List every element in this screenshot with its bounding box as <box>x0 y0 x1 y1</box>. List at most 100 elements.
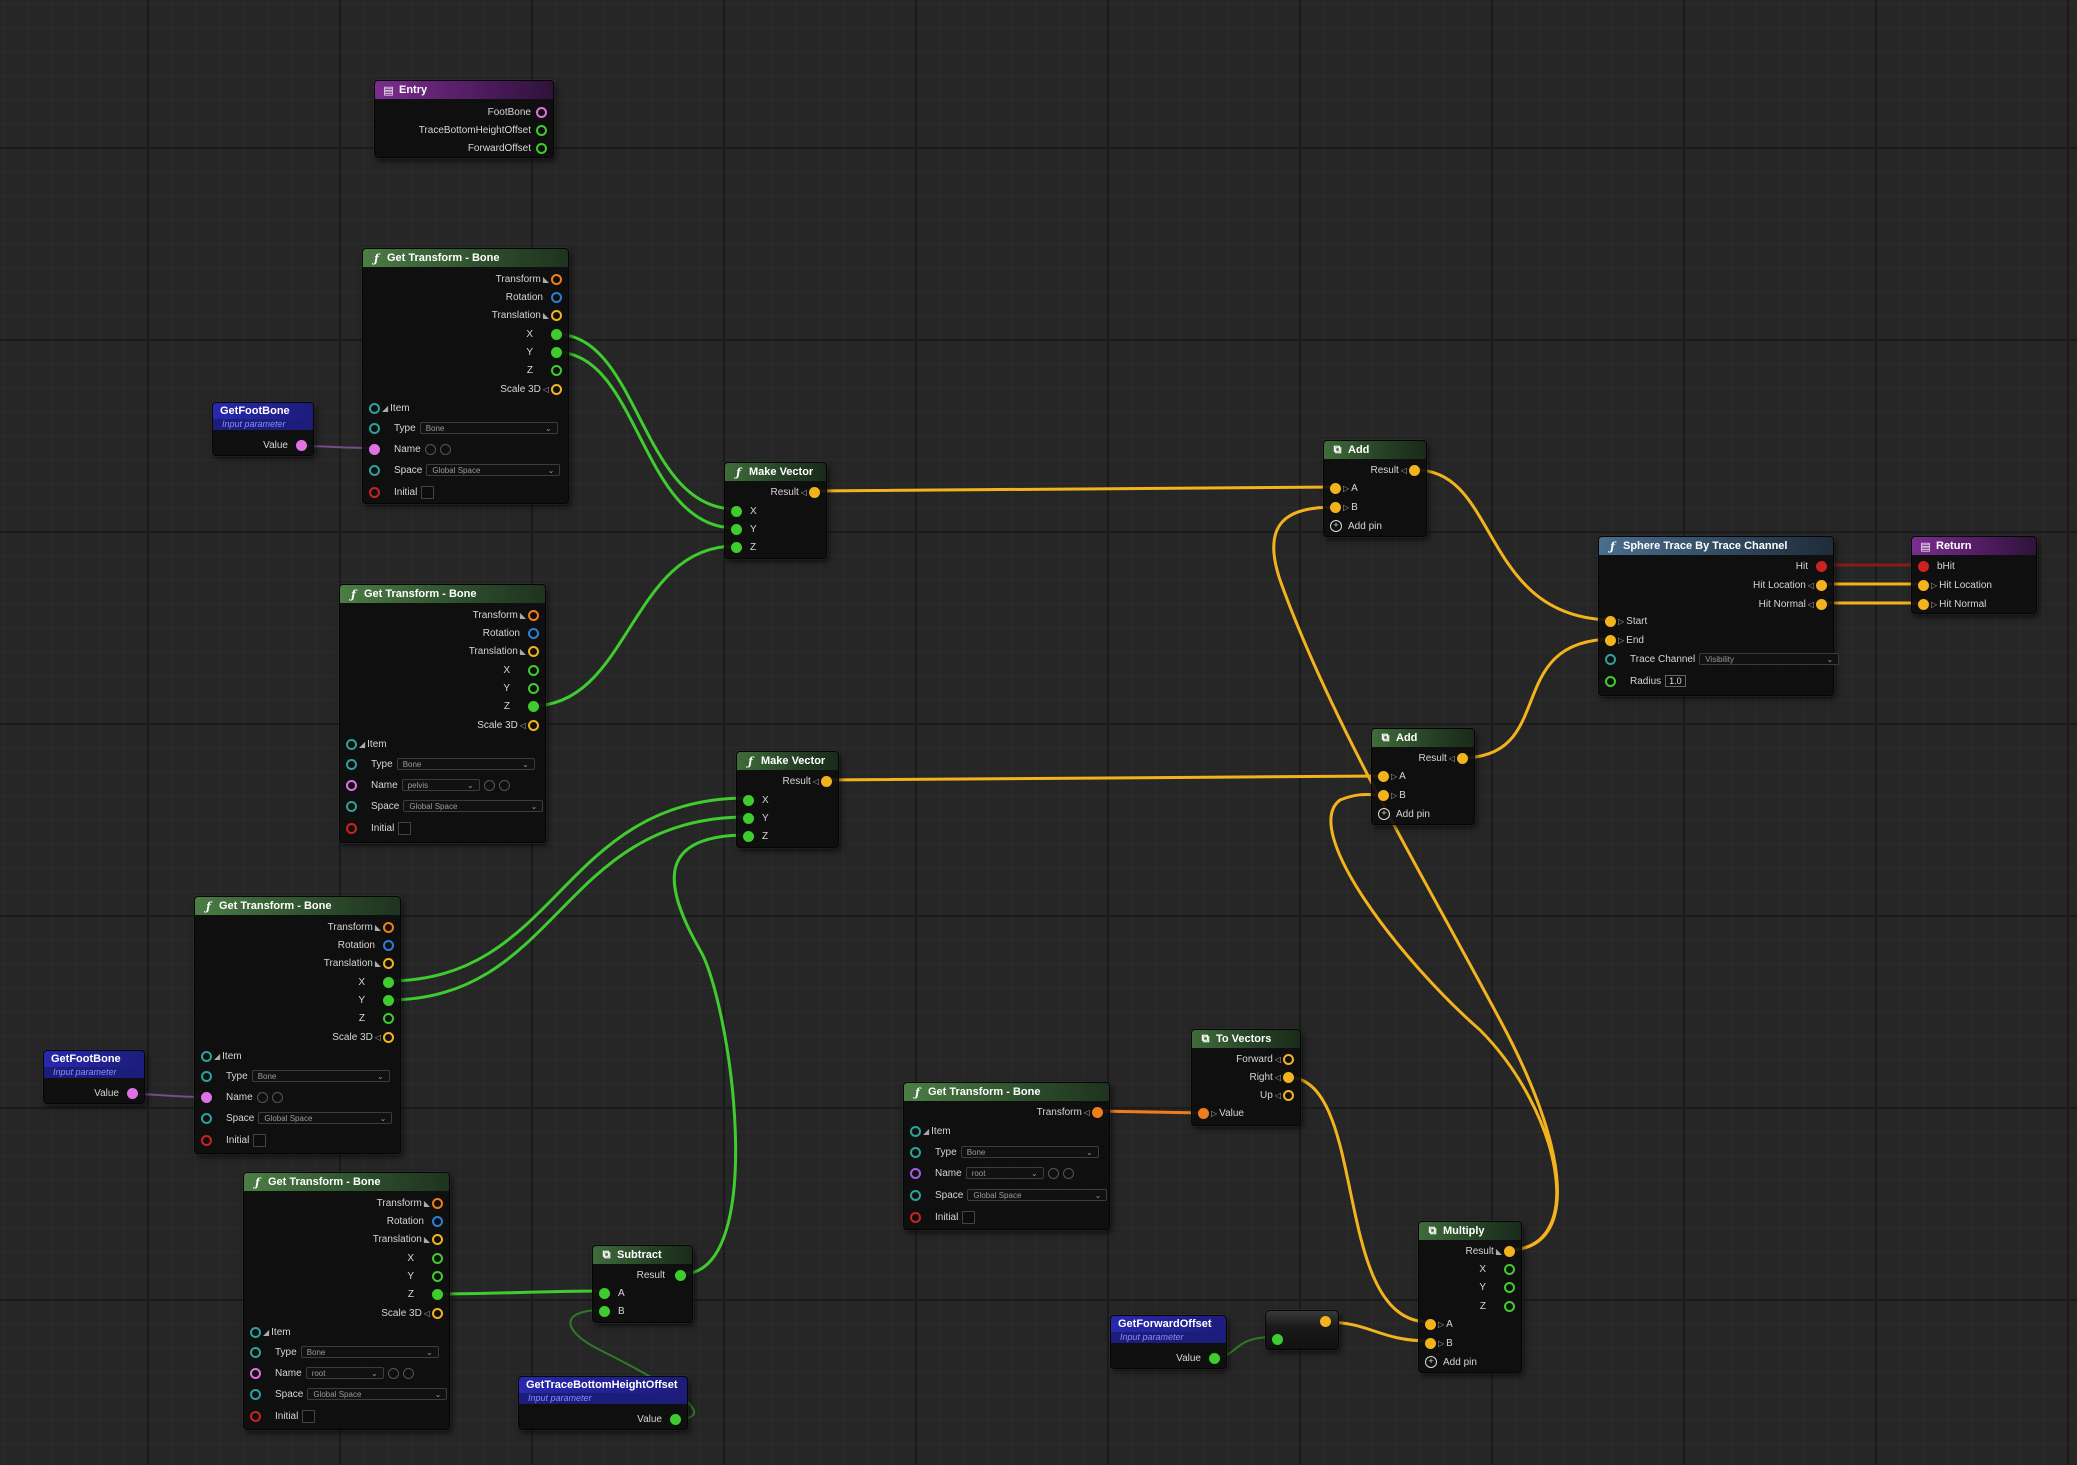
name-input-pin[interactable] <box>201 1091 212 1103</box>
value-output-pin[interactable] <box>296 439 307 451</box>
item-input-pin[interactable] <box>346 738 357 750</box>
transform-output-pin[interactable] <box>383 921 394 933</box>
footbone-output-pin[interactable] <box>536 106 547 118</box>
add-node-2[interactable]: ⧉Add Result◁ ▷A ▷B +Add pin <box>1371 728 1475 825</box>
trace-channel-input-pin[interactable] <box>1605 653 1616 665</box>
x-input-pin[interactable] <box>743 794 754 806</box>
result-output-pin[interactable] <box>1457 752 1468 764</box>
value-input-pin[interactable] <box>1198 1107 1209 1119</box>
initial-input-pin[interactable] <box>201 1134 212 1146</box>
translation-output-pin[interactable] <box>551 309 562 321</box>
rotation-output-pin[interactable] <box>383 939 394 951</box>
name-dropdown[interactable]: root⌄ <box>965 1167 1044 1179</box>
type-input-pin[interactable] <box>346 758 357 770</box>
radius-field[interactable]: 1.0 <box>1665 675 1686 687</box>
y-output-pin[interactable] <box>528 682 539 694</box>
z-output-pin[interactable] <box>1504 1300 1515 1312</box>
space-dropdown[interactable]: Global Space⌄ <box>426 464 561 476</box>
scale3d-output-pin[interactable] <box>528 719 539 731</box>
z-input-pin[interactable] <box>731 541 742 553</box>
initial-input-pin[interactable] <box>346 822 357 834</box>
type-input-pin[interactable] <box>201 1070 212 1082</box>
x-output-pin[interactable] <box>383 976 394 988</box>
item-input-pin[interactable] <box>250 1326 261 1338</box>
b-input-pin[interactable] <box>1330 501 1341 513</box>
hit-location-output-pin[interactable] <box>1816 579 1827 591</box>
search-icon[interactable] <box>498 779 510 791</box>
rotation-output-pin[interactable] <box>551 291 562 303</box>
translation-output-pin[interactable] <box>432 1233 443 1245</box>
item-input-pin[interactable] <box>369 402 380 414</box>
a-input-pin[interactable] <box>1378 770 1389 782</box>
b-input-pin[interactable] <box>1378 789 1389 801</box>
reset-icon[interactable] <box>256 1091 268 1103</box>
type-input-pin[interactable] <box>910 1146 921 1158</box>
initial-input-pin[interactable] <box>369 486 380 498</box>
reset-icon[interactable] <box>483 779 495 791</box>
space-dropdown[interactable]: Global Space⌄ <box>307 1388 448 1400</box>
get-forwardoffset-param-node[interactable]: GetForwardOffset Input parameter Value <box>1110 1315 1227 1369</box>
radius-input-pin[interactable] <box>1605 675 1616 687</box>
conversion-node[interactable] <box>1265 1310 1339 1350</box>
space-dropdown[interactable]: Global Space⌄ <box>403 800 544 812</box>
initial-input-pin[interactable] <box>910 1211 921 1223</box>
y-output-pin[interactable] <box>551 346 562 358</box>
b-input-pin[interactable] <box>1425 1337 1436 1349</box>
x-input-pin[interactable] <box>731 505 742 517</box>
entry-node[interactable]: ▤Entry FootBone TraceBottomHeightOffset … <box>374 80 554 158</box>
rotation-output-pin[interactable] <box>528 627 539 639</box>
x-output-pin[interactable] <box>1504 1263 1515 1275</box>
z-output-pin[interactable] <box>528 700 539 712</box>
z-output-pin[interactable] <box>432 1288 443 1300</box>
name-dropdown[interactable]: pelvis⌄ <box>401 779 480 791</box>
type-dropdown[interactable]: Bone⌄ <box>419 422 558 434</box>
bhit-input-pin[interactable] <box>1918 560 1929 572</box>
search-icon[interactable] <box>439 443 451 455</box>
hit-output-pin[interactable] <box>1816 560 1827 572</box>
add-node-1[interactable]: ⧉Add Result◁ ▷A ▷B +Add pin <box>1323 440 1427 537</box>
type-dropdown[interactable]: Bone⌄ <box>251 1070 390 1082</box>
result-output-pin[interactable] <box>1504 1245 1515 1257</box>
initial-checkbox[interactable] <box>302 1409 316 1423</box>
forward-output-pin[interactable] <box>1283 1053 1294 1065</box>
a-input-pin[interactable] <box>1425 1318 1436 1330</box>
forward-output-pin[interactable] <box>536 142 547 154</box>
hit-normal-output-pin[interactable] <box>1816 598 1827 610</box>
reset-icon[interactable] <box>424 443 436 455</box>
name-dropdown[interactable]: root⌄ <box>305 1367 384 1379</box>
conversion-output-pin[interactable] <box>1320 1316 1331 1327</box>
result-output-pin[interactable] <box>821 775 832 787</box>
result-output-pin[interactable] <box>1409 464 1420 476</box>
y-output-pin[interactable] <box>1504 1281 1515 1293</box>
x-output-pin[interactable] <box>432 1252 443 1264</box>
z-output-pin[interactable] <box>551 364 562 376</box>
a-input-pin[interactable] <box>599 1287 610 1299</box>
initial-checkbox[interactable] <box>421 485 435 499</box>
space-input-pin[interactable] <box>369 464 380 476</box>
x-output-pin[interactable] <box>551 328 562 340</box>
hit-normal-input-pin[interactable] <box>1918 598 1929 610</box>
search-icon[interactable] <box>1062 1167 1074 1179</box>
get-footbone-param-node-2[interactable]: GetFootBone Input parameter Value <box>43 1050 145 1104</box>
right-output-pin[interactable] <box>1283 1071 1294 1083</box>
reset-icon[interactable] <box>387 1367 399 1379</box>
get-footbone-param-node-1[interactable]: GetFootBone Input parameter Value <box>212 402 314 456</box>
search-icon[interactable] <box>402 1367 414 1379</box>
multiply-node[interactable]: ⧉Multiply Result◣ X Y Z ▷A ▷B +Add pin <box>1418 1221 1522 1373</box>
y-input-pin[interactable] <box>743 812 754 824</box>
return-node[interactable]: ▤Return bHit ▷Hit Location ▷Hit Normal <box>1911 536 2037 614</box>
space-input-pin[interactable] <box>346 800 357 812</box>
b-input-pin[interactable] <box>599 1305 610 1317</box>
start-input-pin[interactable] <box>1605 615 1616 627</box>
conversion-input-pin[interactable] <box>1272 1334 1283 1345</box>
initial-checkbox[interactable] <box>962 1210 976 1224</box>
tracebottom-output-pin[interactable] <box>536 124 547 136</box>
scale3d-output-pin[interactable] <box>383 1031 394 1043</box>
value-output-pin[interactable] <box>127 1087 138 1099</box>
add-pin-button[interactable]: +Add pin <box>1425 1356 1477 1368</box>
value-output-pin[interactable] <box>1209 1352 1220 1364</box>
